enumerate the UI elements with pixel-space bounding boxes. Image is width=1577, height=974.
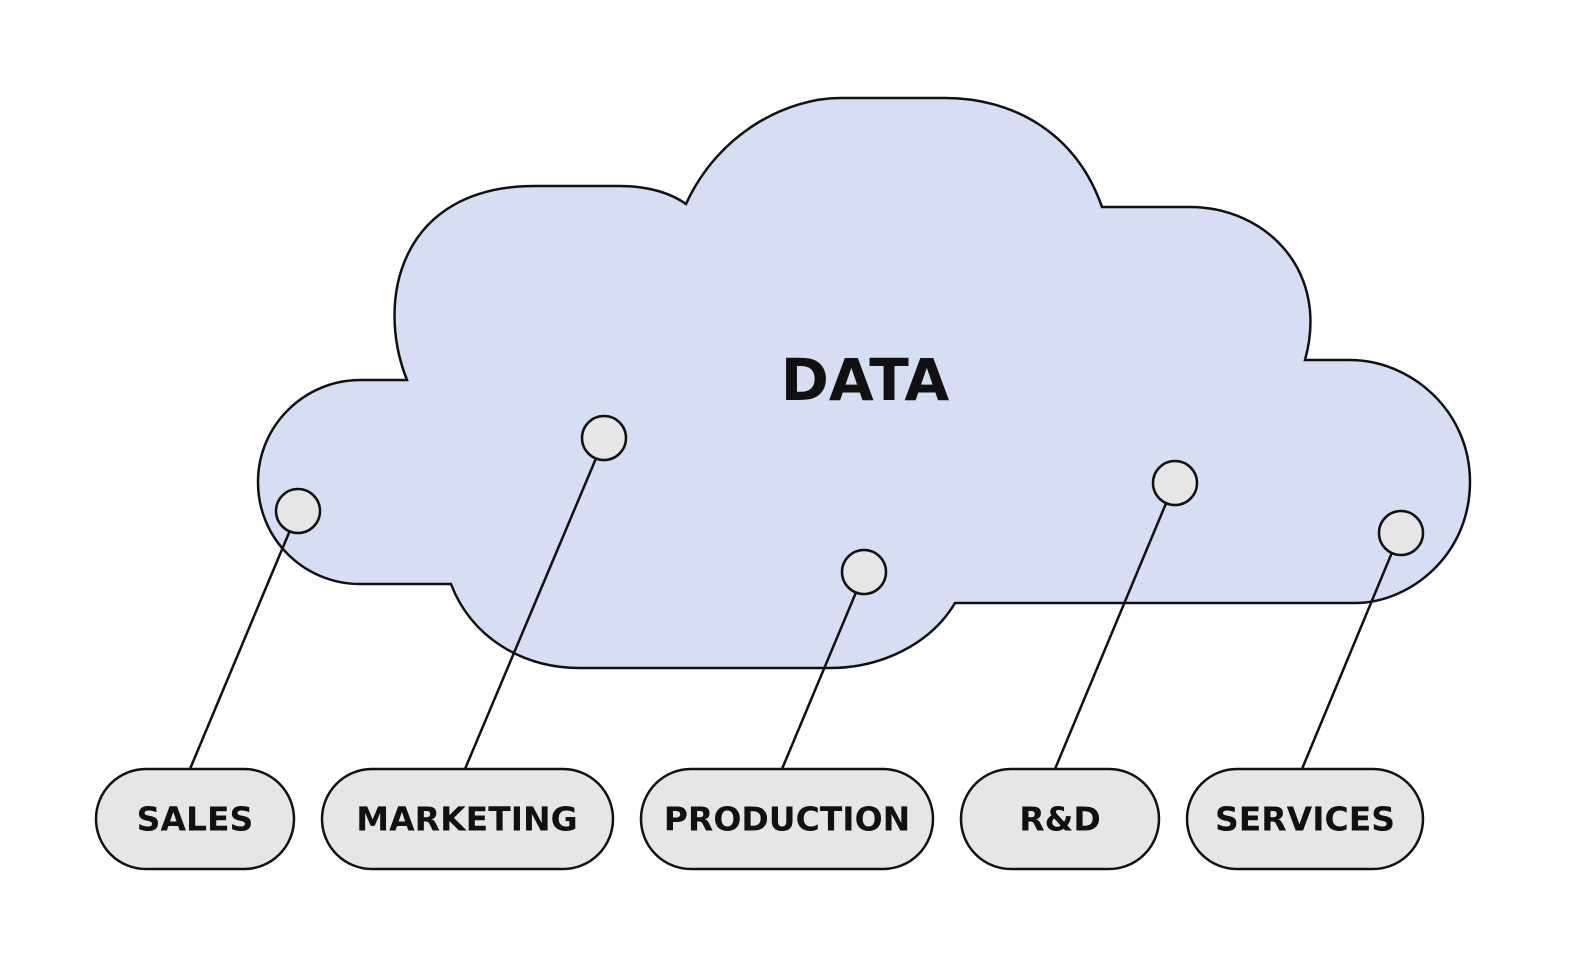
connector-services xyxy=(1300,549,1395,770)
pill-label-marketing: MARKETING xyxy=(356,800,577,839)
node-dot-sales xyxy=(274,487,322,535)
department-node-sales: SALES xyxy=(94,767,296,871)
department-node-production: PRODUCTION xyxy=(639,767,935,871)
pill-rnd xyxy=(959,767,1161,871)
pill-marketing xyxy=(320,767,615,871)
cloud-shape xyxy=(256,96,1472,670)
connector-production xyxy=(780,589,859,770)
pill-sales xyxy=(94,767,296,871)
node-dot-production xyxy=(840,548,888,596)
connectors xyxy=(188,455,1395,770)
pill-production xyxy=(639,767,935,871)
pill-label-rnd: R&D xyxy=(1019,800,1101,839)
pill-services xyxy=(1185,767,1425,871)
cloud-title: DATA xyxy=(781,346,950,414)
node-dot-rnd xyxy=(1151,459,1199,507)
connector-sales xyxy=(188,527,293,770)
pill-label-services: SERVICES xyxy=(1215,800,1395,839)
department-node-rnd: R&D xyxy=(959,767,1161,871)
connector-rnd xyxy=(1053,500,1169,770)
node-dot-marketing xyxy=(580,414,628,462)
node-dots xyxy=(274,414,1425,596)
data-cloud: DATA xyxy=(256,96,1472,670)
node-dot-services xyxy=(1377,509,1425,557)
department-node-services: SERVICES xyxy=(1185,767,1425,871)
pill-label-production: PRODUCTION xyxy=(664,800,911,839)
connector-marketing xyxy=(463,455,599,770)
pill-label-sales: SALES xyxy=(137,800,254,839)
department-node-marketing: MARKETING xyxy=(320,767,615,871)
